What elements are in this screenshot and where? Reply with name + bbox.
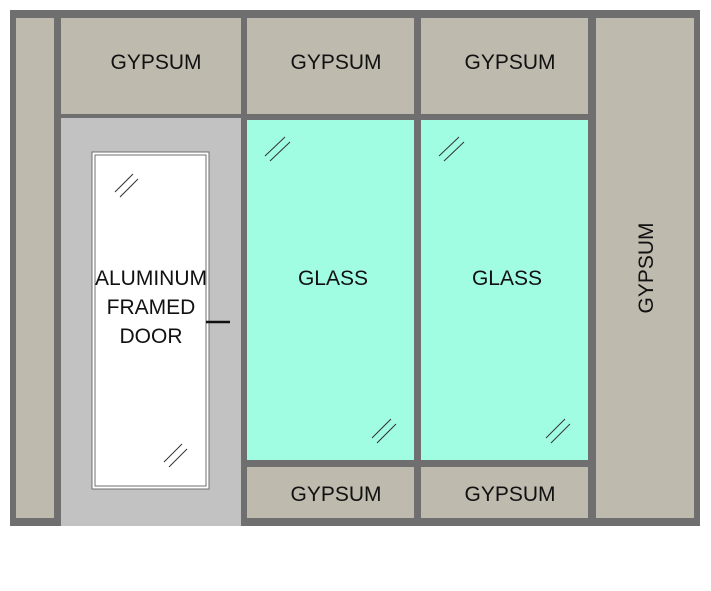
glass-panel-2 <box>421 120 588 460</box>
glass-label-2: GLASS <box>472 267 542 290</box>
door-label-line1: ALUMINUM <box>95 267 207 290</box>
top-gypsum-panel-2 <box>247 18 414 114</box>
left-gypsum-strip <box>16 18 54 518</box>
glass-label-1: GLASS <box>298 267 368 290</box>
top-gypsum-label-1: GYPSUM <box>110 51 201 74</box>
door-glass-inner <box>94 154 207 487</box>
bottom-gypsum-panel-1 <box>247 467 414 518</box>
glass-reflection-marks <box>114 136 571 468</box>
right-gypsum-label: GYPSUM <box>635 222 658 313</box>
top-gypsum-panel-1 <box>61 18 241 114</box>
door-label-line3: DOOR <box>120 325 183 348</box>
top-gypsum-panel-3 <box>421 18 588 114</box>
bottom-gypsum-label-1: GYPSUM <box>290 483 381 506</box>
right-gypsum-panel <box>596 18 694 518</box>
top-gypsum-label-2: GYPSUM <box>290 51 381 74</box>
top-gypsum-label-3: GYPSUM <box>464 51 555 74</box>
door-label-line2: FRAMED <box>107 296 196 319</box>
bottom-gypsum-panel-2 <box>421 467 588 518</box>
glass-panel-1 <box>247 120 414 460</box>
bottom-gypsum-label-2: GYPSUM <box>464 483 555 506</box>
